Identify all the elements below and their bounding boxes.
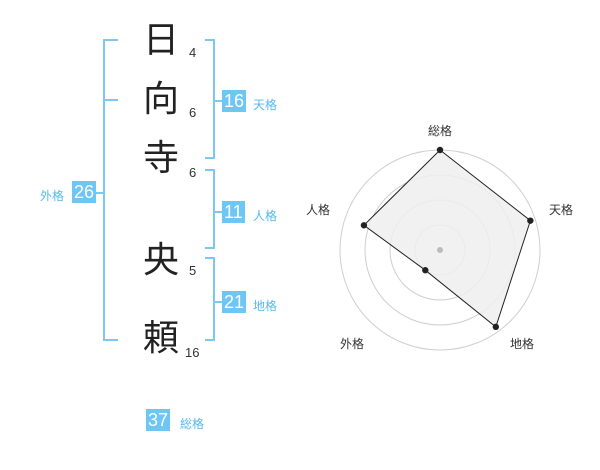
radar-point-5 xyxy=(360,222,368,229)
gaikaku-label: 外格 xyxy=(40,189,65,203)
radar-center-dot xyxy=(437,247,443,253)
radar-point-3 xyxy=(492,323,500,331)
name-char-5: 頼 xyxy=(143,318,180,359)
jinkaku-bracket xyxy=(205,169,215,249)
name-char-1: 日 xyxy=(143,20,180,61)
chikaku-value: 21 xyxy=(222,291,247,313)
radar-axis-jinkaku: 人格 xyxy=(306,203,331,217)
radar-chart xyxy=(339,146,541,351)
gaikaku-value: 26 xyxy=(72,181,97,203)
radar-point-4 xyxy=(422,267,429,274)
radar-axis-soukaku: 総格 xyxy=(428,124,453,138)
name-char-2: 向 xyxy=(143,79,180,120)
tenkaku-label: 天格 xyxy=(253,98,278,112)
radar-point-2 xyxy=(527,217,534,224)
radar-point-1 xyxy=(436,146,444,154)
tenkaku-value: 16 xyxy=(222,90,247,112)
gaikaku-bracket xyxy=(103,39,118,341)
stroke-count-3: 6 xyxy=(189,165,197,180)
chikaku-bracket xyxy=(205,257,215,341)
radar-axis-chikaku: 地格 xyxy=(510,337,535,351)
name-char-3: 寺 xyxy=(143,138,180,179)
stroke-count-4: 5 xyxy=(189,263,197,278)
jinkaku-value: 11 xyxy=(222,201,245,223)
radar-axis-tenkaku: 天格 xyxy=(549,203,574,217)
name-char-4: 央 xyxy=(143,240,180,281)
stroke-count-2: 6 xyxy=(189,105,197,120)
stroke-count-5: 16 xyxy=(185,345,200,360)
radar-axis-gaikaku: 外格 xyxy=(340,337,365,351)
chikaku-label: 地格 xyxy=(253,299,278,313)
radar-polygon xyxy=(363,149,531,328)
bracket-lines xyxy=(96,39,222,341)
soukaku-label: 総格 xyxy=(180,417,205,431)
stroke-count-1: 4 xyxy=(189,45,197,60)
tenkaku-bracket xyxy=(205,39,215,159)
jinkaku-label: 人格 xyxy=(253,209,278,223)
soukaku-value: 37 xyxy=(146,409,171,431)
